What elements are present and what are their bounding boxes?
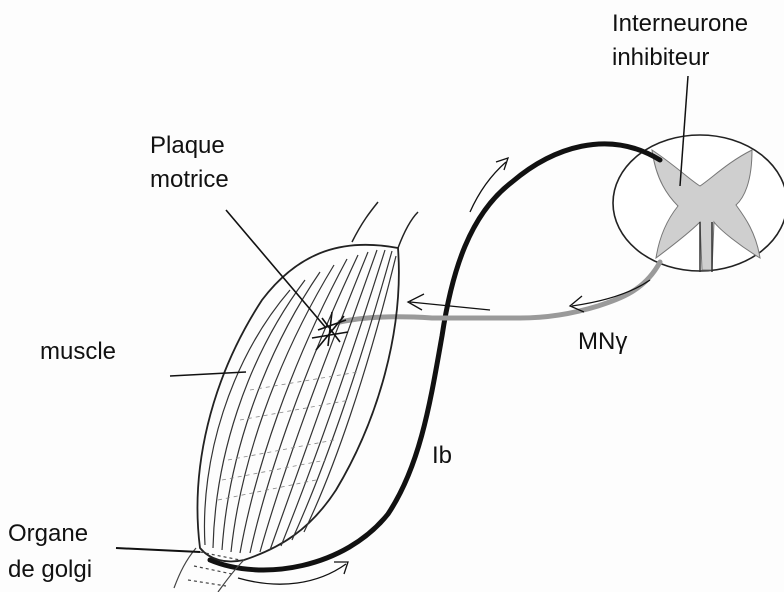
ib-fiber bbox=[210, 144, 660, 570]
motrice-label: motrice bbox=[150, 166, 229, 195]
muscle-fibers bbox=[204, 250, 396, 553]
muscle-label: muscle bbox=[40, 338, 116, 367]
muscle-outline bbox=[198, 245, 399, 562]
inhibiteur-label: inhibiteur bbox=[612, 44, 709, 73]
golgi-organ bbox=[174, 548, 244, 592]
mn-gamma-fiber bbox=[340, 262, 660, 322]
golgi-pointer-line bbox=[116, 548, 200, 552]
plaque-label: Plaque bbox=[150, 132, 225, 161]
arrowhead-upward-ib bbox=[496, 158, 508, 170]
mn-gamma-label: MNγ bbox=[578, 328, 627, 357]
ib-label: Ib bbox=[432, 442, 452, 471]
muscle-pointer-line bbox=[170, 372, 246, 376]
spinal-cord-section bbox=[613, 135, 784, 272]
direction-arrows bbox=[238, 158, 650, 584]
plaque-pointer-line bbox=[226, 210, 326, 328]
upper-tendon bbox=[352, 202, 418, 248]
interneurone-label: Interneurone bbox=[612, 10, 748, 39]
organe-label: Organe bbox=[8, 520, 88, 549]
muscle-cross-hatching bbox=[218, 372, 358, 500]
de-golgi-label: de golgi bbox=[8, 556, 92, 585]
